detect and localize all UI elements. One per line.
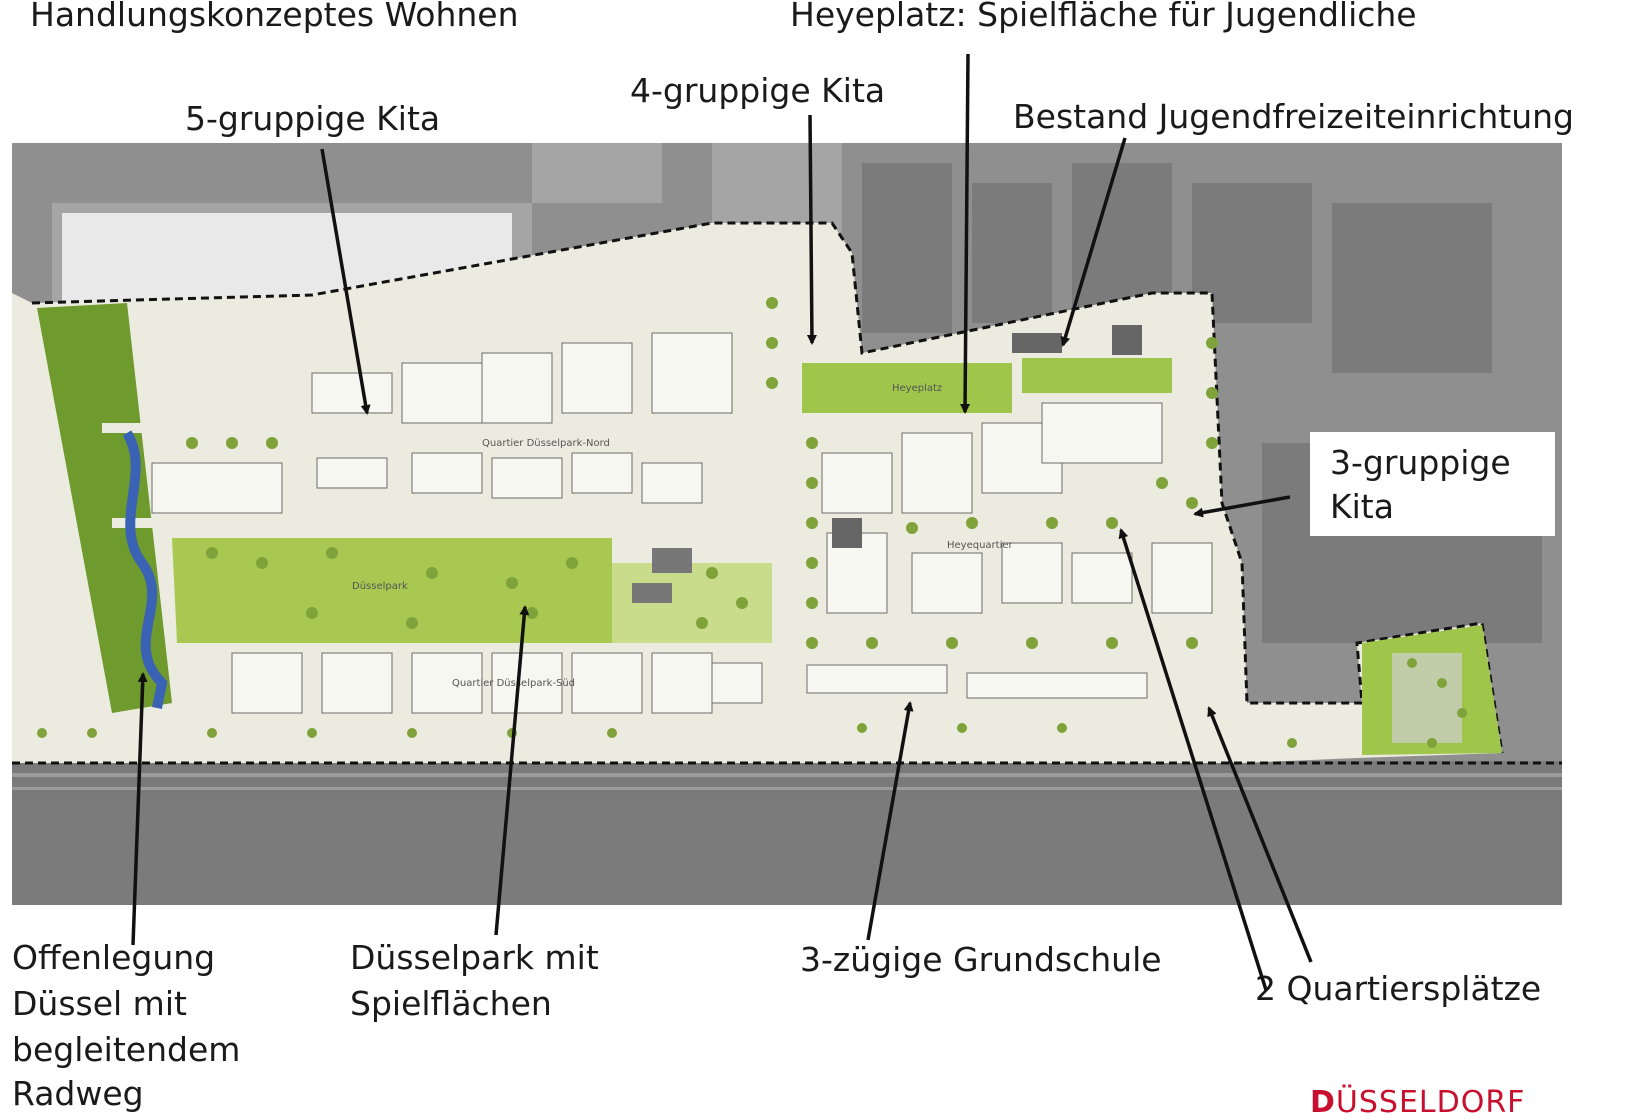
logo-mark: D <box>1310 1085 1336 1120</box>
map-quarter-north: Quartier Düsselpark-Nord <box>482 438 610 449</box>
arrow-quartiersplatz-2 <box>1207 706 1313 963</box>
map-quarter-south: Quartier Düsselpark-Süd <box>452 678 575 689</box>
map-heye-label: Heyeplatz <box>892 383 942 394</box>
arrow-duesselpark <box>494 605 530 936</box>
arrow-duessel <box>131 672 148 946</box>
arrow-quartiersplatz-1 <box>1118 528 1268 991</box>
label-duesselpark-line1: Düsselpark mit <box>350 938 599 977</box>
arrow-kita-5 <box>320 148 371 415</box>
map-park-label: Düsselpark <box>352 581 408 592</box>
duesseldorf-logo: DÜSSELDORF <box>1310 1085 1525 1120</box>
label-offenlegung-line2: Düssel mit <box>12 984 187 1023</box>
label-duesselpark-line2: Spielflächen <box>350 984 552 1023</box>
label-offenlegung-line1: Offenlegung <box>12 938 216 977</box>
site-plan-svg: Quartier Düsselpark-Nord Düsselpark Quar… <box>12 143 1562 905</box>
arrow-kita-3 <box>1193 495 1291 518</box>
map-quarter-heye: Heyequartier <box>947 540 1014 551</box>
label-kita-5: 5-gruppige Kita <box>185 99 441 138</box>
label-offenlegung-line3: begleitendem <box>12 1030 241 1069</box>
label-handlungskonzept-wohnen: Handlungskonzeptes Wohnen <box>30 0 519 34</box>
label-kita-3-line2: Kita <box>1330 487 1394 526</box>
arrow-grundschule <box>866 701 914 941</box>
arrow-kita-4 <box>806 114 817 345</box>
label-kita-3-line1: 3-gruppige <box>1330 443 1511 482</box>
logo-text: ÜSSELDORF <box>1335 1085 1526 1120</box>
label-bestand-jugendfreizeit: Bestand Jugendfreizeiteinrichtung <box>1013 97 1574 136</box>
label-grundschule: 3-zügige Grundschule <box>800 940 1162 979</box>
arrow-bestand <box>1060 137 1127 347</box>
site-plan-map: Quartier Düsselpark-Nord Düsselpark Quar… <box>12 143 1562 905</box>
label-quartiersplaetze: 2 Quartiersplätze <box>1255 969 1542 1008</box>
kita3-callout-background <box>1310 432 1555 536</box>
arrow-heyeplatz <box>960 53 971 414</box>
label-kita-4: 4-gruppige Kita <box>630 71 886 110</box>
label-heyeplatz: Heyeplatz: Spielfläche für Jugendliche <box>790 0 1417 34</box>
